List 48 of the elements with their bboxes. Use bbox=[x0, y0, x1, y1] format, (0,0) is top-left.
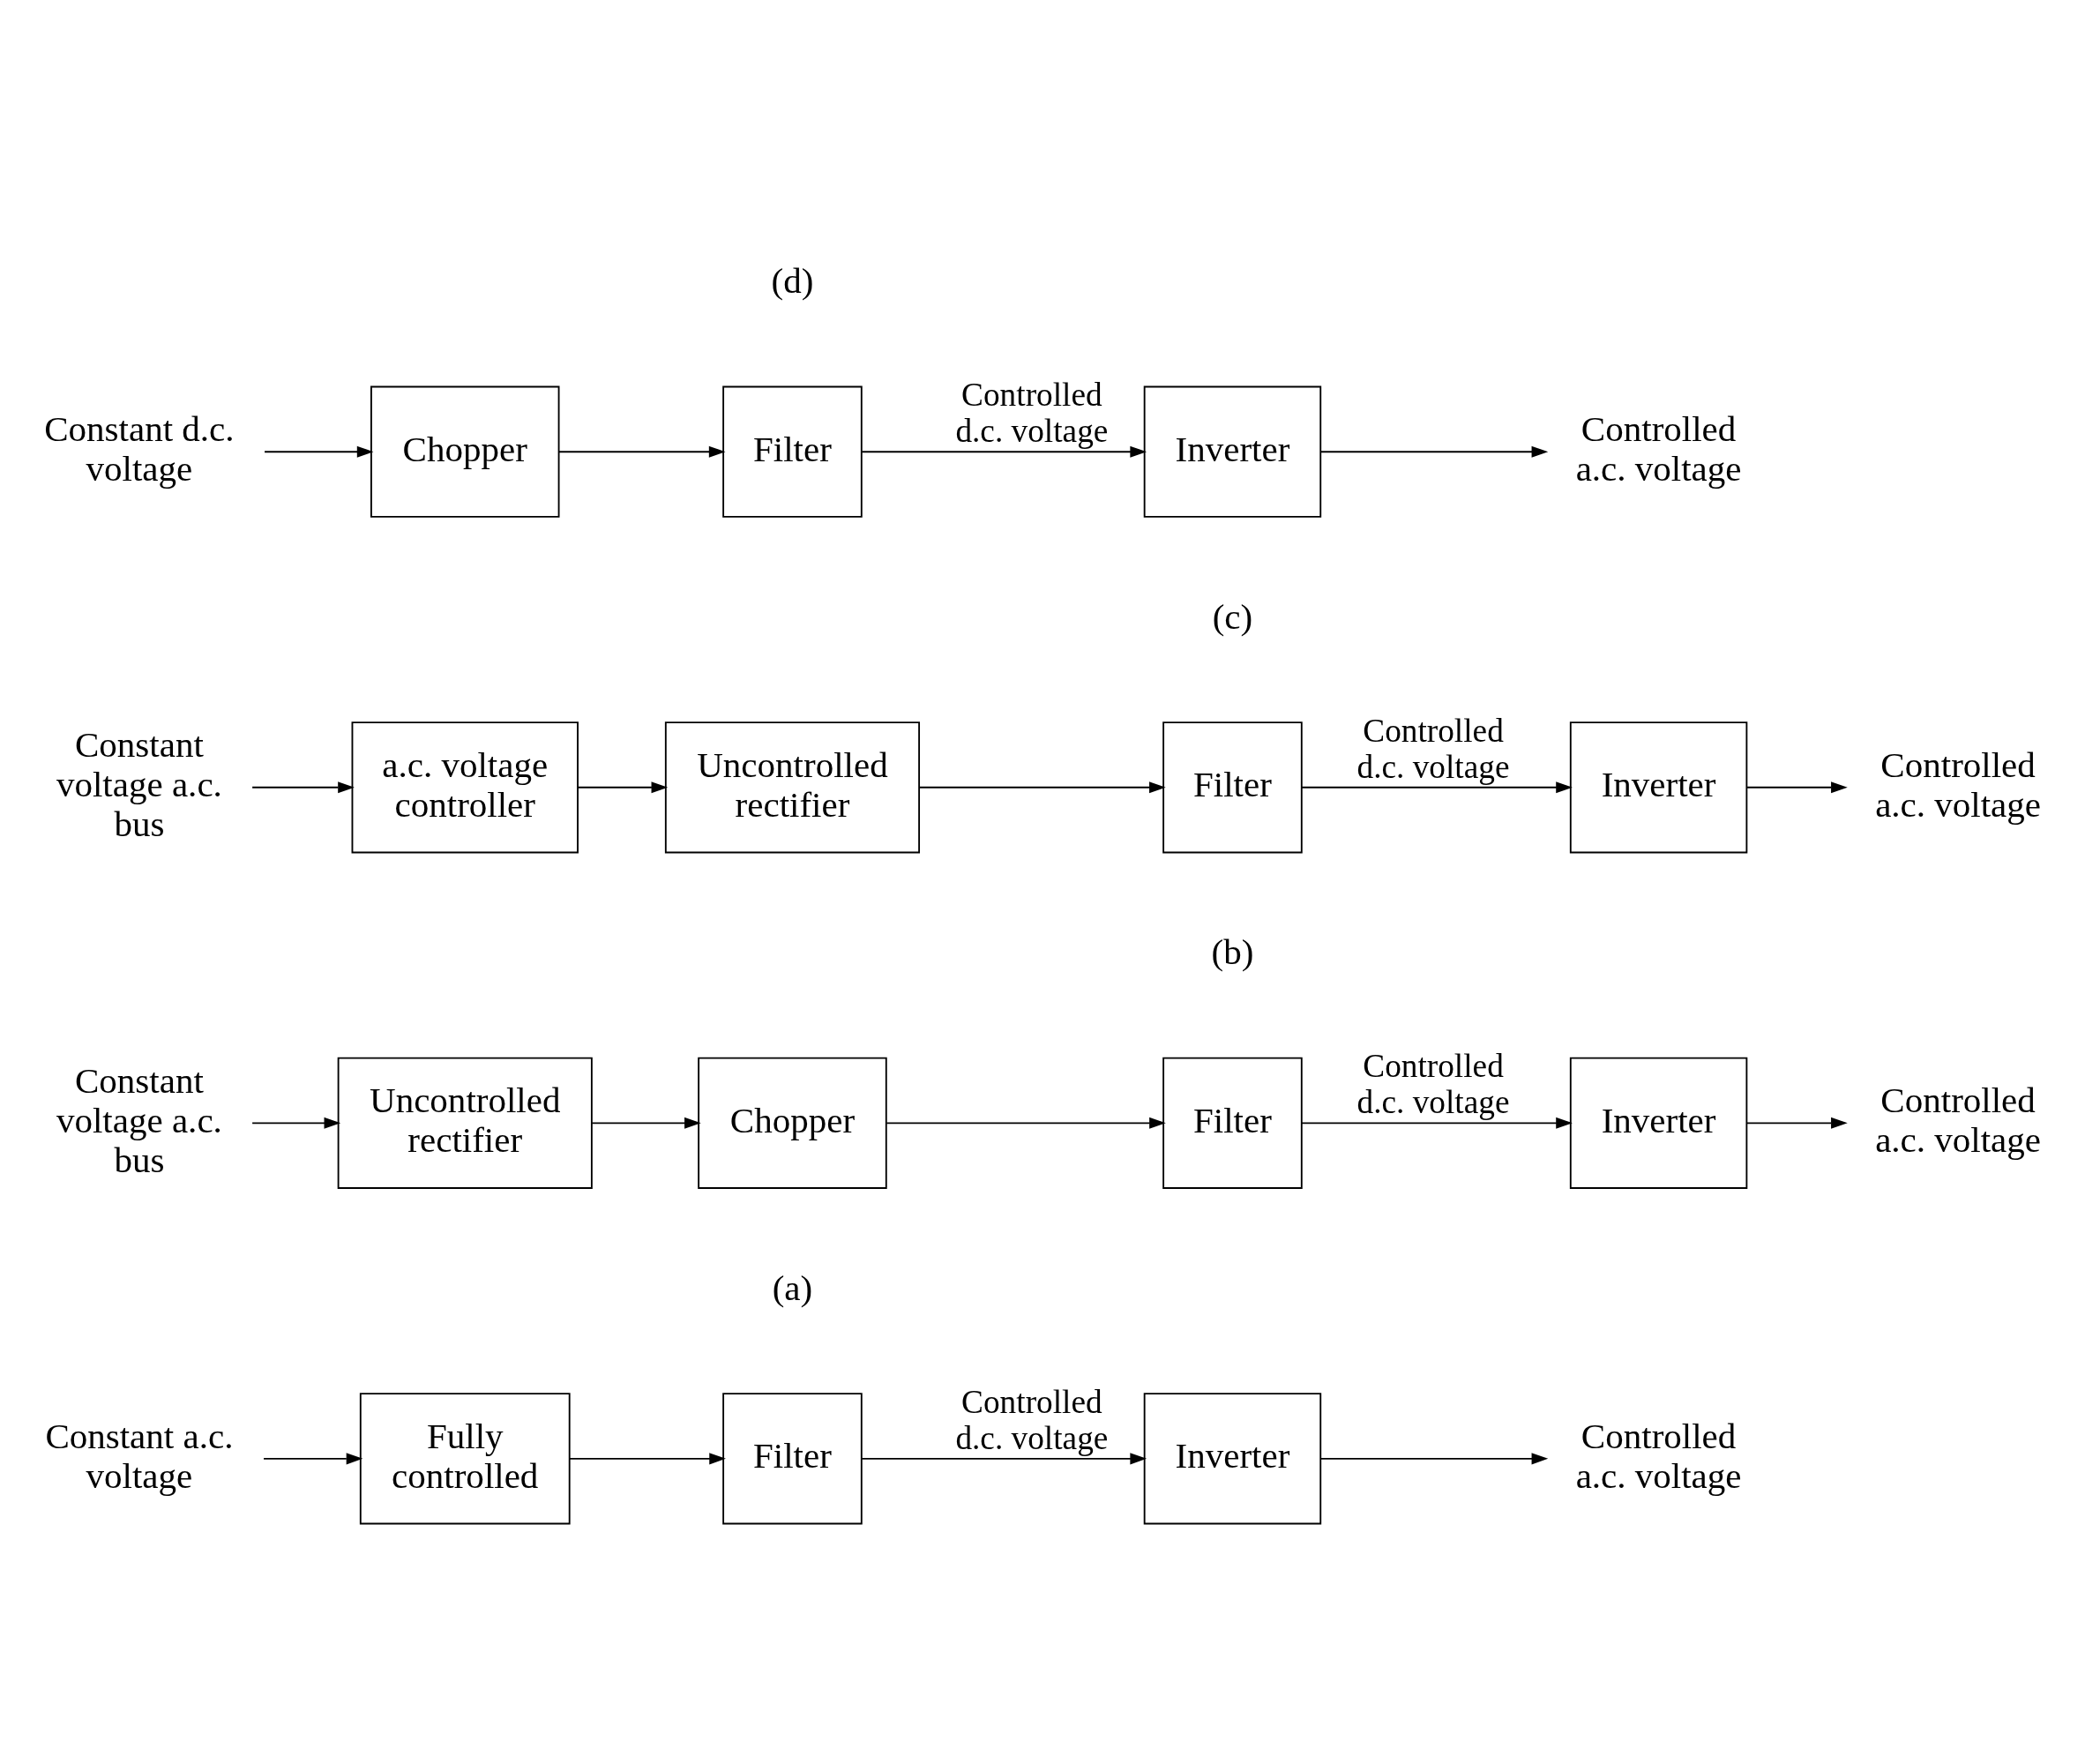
node-box: a.c. voltage controller bbox=[351, 721, 579, 853]
node-box: Uncontrolled rectifier bbox=[337, 1057, 593, 1189]
arrow bbox=[577, 781, 669, 793]
node-box: Inverter bbox=[1569, 721, 1748, 853]
node-text: Constant voltage a.c. bus bbox=[56, 723, 222, 844]
arrow bbox=[1300, 781, 1573, 793]
edge-label: Controlled d.c. voltage bbox=[955, 1383, 1109, 1456]
node-box: Inverter bbox=[1143, 1392, 1322, 1524]
node-box: Fully controlled bbox=[359, 1392, 571, 1524]
arrow bbox=[1745, 1117, 1848, 1129]
node-box: Uncontrolled rectifier bbox=[664, 721, 921, 853]
arrow bbox=[861, 445, 1147, 458]
label: (d) bbox=[771, 259, 814, 301]
arrow bbox=[918, 781, 1166, 793]
node-text: Controlled a.c. voltage bbox=[1875, 1079, 2042, 1160]
node-box: Filter bbox=[722, 385, 863, 518]
arrow bbox=[1745, 781, 1848, 793]
edge-label: Controlled d.c. voltage bbox=[1356, 712, 1510, 785]
label: (a) bbox=[772, 1267, 813, 1308]
arrow bbox=[1319, 1452, 1549, 1464]
arrow bbox=[1319, 445, 1549, 458]
arrow bbox=[263, 1452, 363, 1464]
node-box: Chopper bbox=[370, 385, 560, 518]
node-text: Constant a.c. voltage bbox=[45, 1415, 234, 1496]
node-text: Controlled a.c. voltage bbox=[1875, 744, 2042, 825]
node-box: Inverter bbox=[1569, 1057, 1748, 1189]
arrow bbox=[886, 1117, 1166, 1129]
node-box: Inverter bbox=[1143, 385, 1322, 518]
arrow bbox=[568, 1452, 726, 1464]
node-text: Controlled a.c. voltage bbox=[1575, 407, 1742, 489]
edge-label: Controlled d.c. voltage bbox=[955, 376, 1109, 449]
arrow bbox=[558, 445, 726, 458]
node-box: Filter bbox=[722, 1392, 863, 1524]
arrow bbox=[251, 781, 355, 793]
node-box: Filter bbox=[1162, 721, 1303, 853]
label: (c) bbox=[1212, 595, 1253, 637]
arrow bbox=[1300, 1117, 1573, 1129]
label: (b) bbox=[1211, 931, 1254, 972]
arrow bbox=[264, 445, 374, 458]
arrow bbox=[861, 1452, 1147, 1464]
node-text: Constant d.c. voltage bbox=[44, 407, 235, 489]
node-box: Chopper bbox=[698, 1057, 887, 1189]
arrow bbox=[591, 1117, 701, 1129]
arrow bbox=[251, 1117, 341, 1129]
node-text: Constant voltage a.c. bus bbox=[56, 1059, 222, 1180]
node-text: Controlled a.c. voltage bbox=[1575, 1415, 1742, 1496]
node-box: Filter bbox=[1162, 1057, 1303, 1189]
edge-label: Controlled d.c. voltage bbox=[1356, 1047, 1510, 1120]
